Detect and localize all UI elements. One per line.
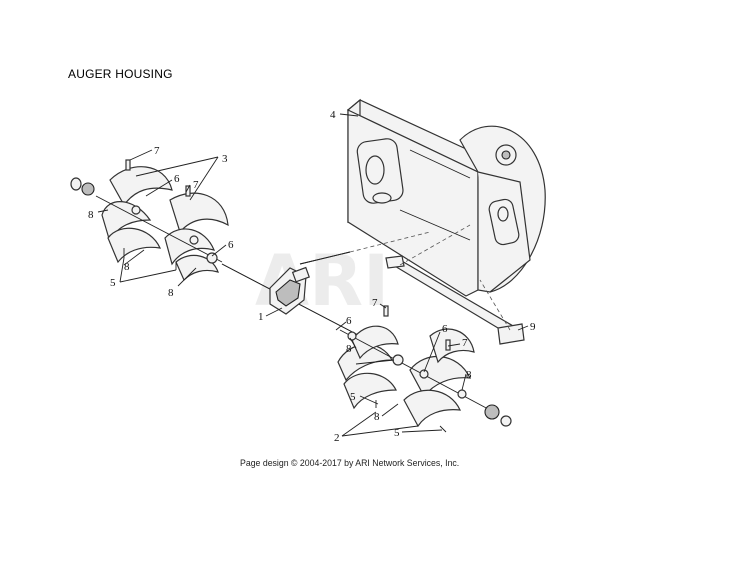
callout-6-upper-right: 6 xyxy=(228,239,234,251)
callout-5-lower-left: 5 xyxy=(350,391,356,403)
page-title: AUGER HOUSING xyxy=(68,67,173,81)
callout-9: 9 xyxy=(530,321,536,333)
part-1-gearbox xyxy=(221,251,361,337)
callout-6-lower-left: 6 xyxy=(346,315,352,327)
part-3-upper-auger xyxy=(70,159,229,282)
callout-3: 3 xyxy=(222,153,228,165)
callout-8-upper-left: 8 xyxy=(88,209,94,221)
callout-7-lower-right: 7 xyxy=(462,337,468,349)
callout-4: 4 xyxy=(330,109,336,121)
callout-5-upper: 5 xyxy=(110,277,116,289)
callout-8-upper-middle: 8 xyxy=(124,261,130,273)
part-9-bar xyxy=(385,255,525,345)
callout-6-lower-right: 6 xyxy=(442,323,448,335)
callout-7-upper-left: 7 xyxy=(154,145,160,157)
callout-8-lower-left: 8 xyxy=(346,343,352,355)
callout-8-lower-middle: 8 xyxy=(374,411,380,423)
part-2-lower-auger xyxy=(337,305,512,433)
watermark: ARI xyxy=(255,240,389,322)
copyright-credit: Page design © 2004-2017 by ARI Network S… xyxy=(240,458,460,469)
callout-1: 1 xyxy=(258,311,264,323)
callout-2: 2 xyxy=(334,432,340,444)
callout-5-lower-right: 5 xyxy=(394,427,400,439)
callout-8-lower-right: 8 xyxy=(466,369,472,381)
callout-6-upper-left: 6 xyxy=(174,173,180,185)
callout-7-upper-middle: 7 xyxy=(193,179,199,191)
leader-lines xyxy=(97,113,529,437)
callout-7-lower-left: 7 xyxy=(372,297,378,309)
part-4-auger-housing xyxy=(346,98,546,297)
callout-8-upper-lower: 8 xyxy=(168,287,174,299)
